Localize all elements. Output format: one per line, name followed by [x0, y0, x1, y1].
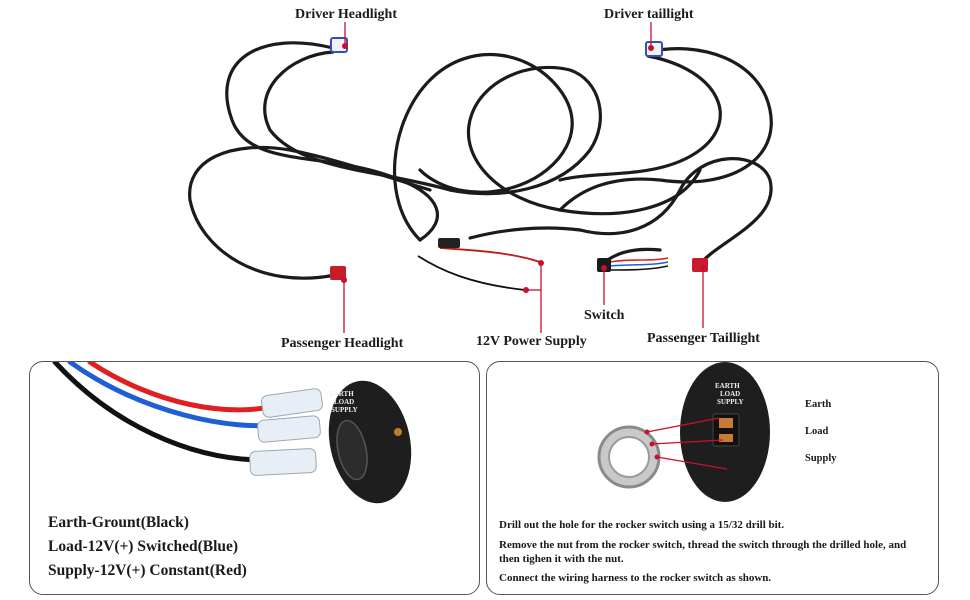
switch-label: Switch: [584, 308, 625, 323]
terminal-earth-label: Earth: [805, 399, 832, 410]
installation-panel: EARTH LOAD SUPPLY Earth Load Supply Dril…: [486, 361, 939, 595]
fuse-holder: [438, 238, 460, 248]
passenger-headlight-connector: [330, 266, 346, 280]
left-switch-face-supply: SUPPLY: [331, 406, 358, 414]
right-switch-face-earth: EARTH: [715, 382, 740, 390]
left-switch-face-earth: EARTH: [329, 390, 354, 398]
rocker-switch-wired-photo: [52, 362, 412, 504]
wiring-harness-illustration: [188, 22, 773, 333]
passenger-taillight-connector: [692, 258, 708, 272]
wire-earth-label: Earth-Grount(Black): [48, 514, 189, 531]
power-supply-label: 12V Power Supply: [476, 334, 587, 349]
left-switch-face-load: LOAD: [334, 398, 355, 406]
terminal-supply-label: Supply: [805, 453, 837, 464]
driver-headlight-label: Driver Headlight: [295, 7, 398, 22]
driver-taillight-label: Driver taillight: [604, 7, 694, 22]
wire-supply-label: Supply-12V(+) Constant(Red): [48, 562, 247, 579]
terminal-load-label: Load: [805, 426, 829, 437]
step-drill: Drill out the hole for the rocker switch…: [499, 519, 785, 531]
step-mount: Remove the nut from the rocker switch, t…: [499, 539, 907, 565]
wire-color-panel: EARTH LOAD SUPPLY Earth-Grount(Black) Lo…: [29, 361, 480, 595]
right-switch-face-supply: SUPPLY: [717, 398, 744, 406]
rocker-switch-back-photo: [597, 362, 770, 502]
passenger-taillight-label: Passenger Taillight: [647, 331, 760, 346]
step-connect: Connect the wiring harness to the rocker…: [499, 572, 772, 584]
wire-load-label: Load-12V(+) Switched(Blue): [48, 538, 239, 555]
passenger-headlight-label: Passenger Headlight: [281, 336, 404, 351]
right-switch-face-load: LOAD: [720, 390, 741, 398]
